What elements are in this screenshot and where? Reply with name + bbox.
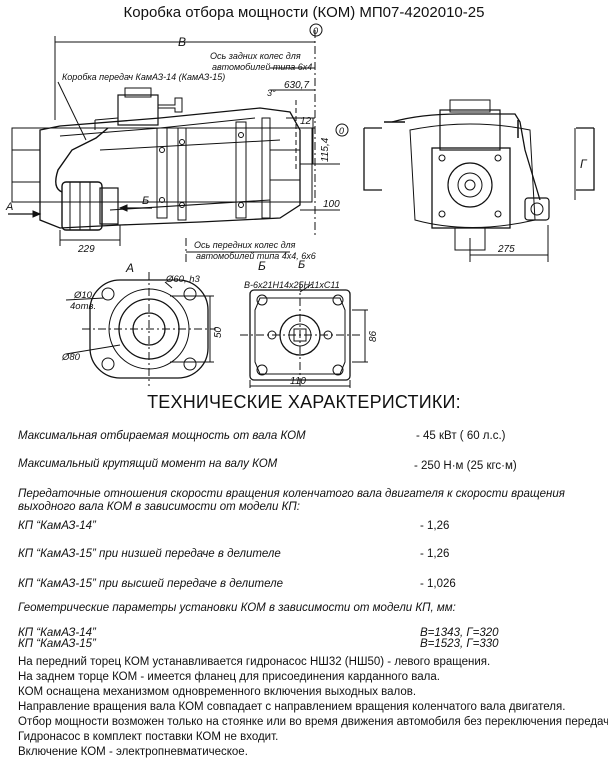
dim-229: 229 <box>77 244 95 255</box>
specs-heading: ТЕХНИЧЕСКИЕ ХАРАКТЕРИСТИКИ: <box>147 392 461 412</box>
view-a-title: А <box>125 261 134 275</box>
dim-d80: Ø80 <box>61 352 81 363</box>
dim-d10-holes: 4отв. <box>70 301 96 312</box>
dim-630: 630,7 <box>284 80 309 91</box>
dim-b-label: В <box>178 35 186 49</box>
note-1: На передний торец КОМ устанавливается ги… <box>18 656 491 668</box>
note-6: Гидронасос в комплект поставки КОМ не вх… <box>18 731 279 743</box>
geom-kp15-value: В=1523, Г=330 <box>420 638 499 650</box>
geom-kp15-label: КП “КамАЗ-15” <box>18 638 96 650</box>
torque-label: Максимальный крутящий момент на валу КОМ <box>18 458 278 470</box>
arrow-a-label: А <box>5 201 13 213</box>
note-7: Включение КОМ - электропневматическое. <box>18 746 248 758</box>
kp14-ratio-value: - 1,26 <box>420 520 450 532</box>
spline-spec: В-6х21Н14х25Н11хС11 <box>244 280 340 290</box>
note-4: Направление вращения вала КОМ совпадает … <box>18 701 566 713</box>
circle-0-top: 0 <box>313 26 318 36</box>
power-value: - 45 кВт ( 60 л.с.) <box>416 430 506 442</box>
circle-0-mid: 0 <box>339 126 344 136</box>
kp15-low-ratio-label: КП “КамАЗ-15” при низшей передаче в дели… <box>18 548 281 560</box>
dim-50: 50 <box>213 326 224 338</box>
kp15-high-ratio-label: КП “КамАЗ-15” при высшей передаче в дели… <box>18 578 283 590</box>
gearbox-label: Коробка передач КамАЗ-14 (КамАЗ-15) <box>62 72 225 82</box>
dim-275: 275 <box>497 244 515 255</box>
ratio-intro-line2: выходного вала КОМ в зависимости от моде… <box>18 501 300 513</box>
dim-3deg: 3° <box>267 88 276 98</box>
arrow-b-label: Б <box>142 195 149 207</box>
axis-4x4-line2: автомобилей типа 4х4, 6х6 <box>196 251 316 261</box>
axis-6x4-line2: автомобилей типа 6х4 <box>212 62 312 72</box>
dim-g-label: Г <box>580 157 588 171</box>
kp15-high-ratio-value: - 1,026 <box>420 578 456 590</box>
geom-kp14-label: КП “КамАЗ-14” <box>18 627 96 639</box>
note-5: Отбор мощности возможен только на стоянк… <box>18 716 608 728</box>
note-3: КОМ оснащена механизмом одновременного в… <box>18 686 417 698</box>
axis-4x4-line1: Ось передних колес для <box>194 240 296 250</box>
dim-86: 86 <box>368 330 379 342</box>
ratio-intro-line1: Передаточные отношения скорости вращения… <box>18 488 565 500</box>
power-label: Максимальная отбираемая мощность от вала… <box>18 430 306 442</box>
torque-value: - 250 Н·м (25 кгс·м) <box>414 460 517 472</box>
dim-12: 12 <box>300 116 312 127</box>
dim-d10: Ø10 <box>73 290 93 301</box>
dim-115: 115,4 <box>320 137 331 162</box>
view-b-title: Б <box>258 259 266 273</box>
geom-kp14-value: В=1343, Г=320 <box>420 627 499 639</box>
dim-110: 110 <box>290 376 306 387</box>
technical-drawing: В 0 0 Ось задних колес для автомобилей т… <box>5 23 595 388</box>
kp14-ratio-label: КП “КамАЗ-14” <box>18 520 96 532</box>
kp15-low-ratio-value: - 1,26 <box>420 548 450 560</box>
dim-100: 100 <box>323 199 340 210</box>
section-b-label: Б <box>298 259 305 271</box>
axis-6x4-line1: Ось задних колес для <box>210 51 301 61</box>
geom-intro: Геометрические параметры установки КОМ в… <box>18 602 456 614</box>
dim-d60: Ø60, h3 <box>165 274 201 285</box>
page-title: Коробка отбора мощности (КОМ) МП07-42020… <box>123 4 485 21</box>
note-2: На заднем торце КОМ - имеется фланец для… <box>18 671 440 683</box>
